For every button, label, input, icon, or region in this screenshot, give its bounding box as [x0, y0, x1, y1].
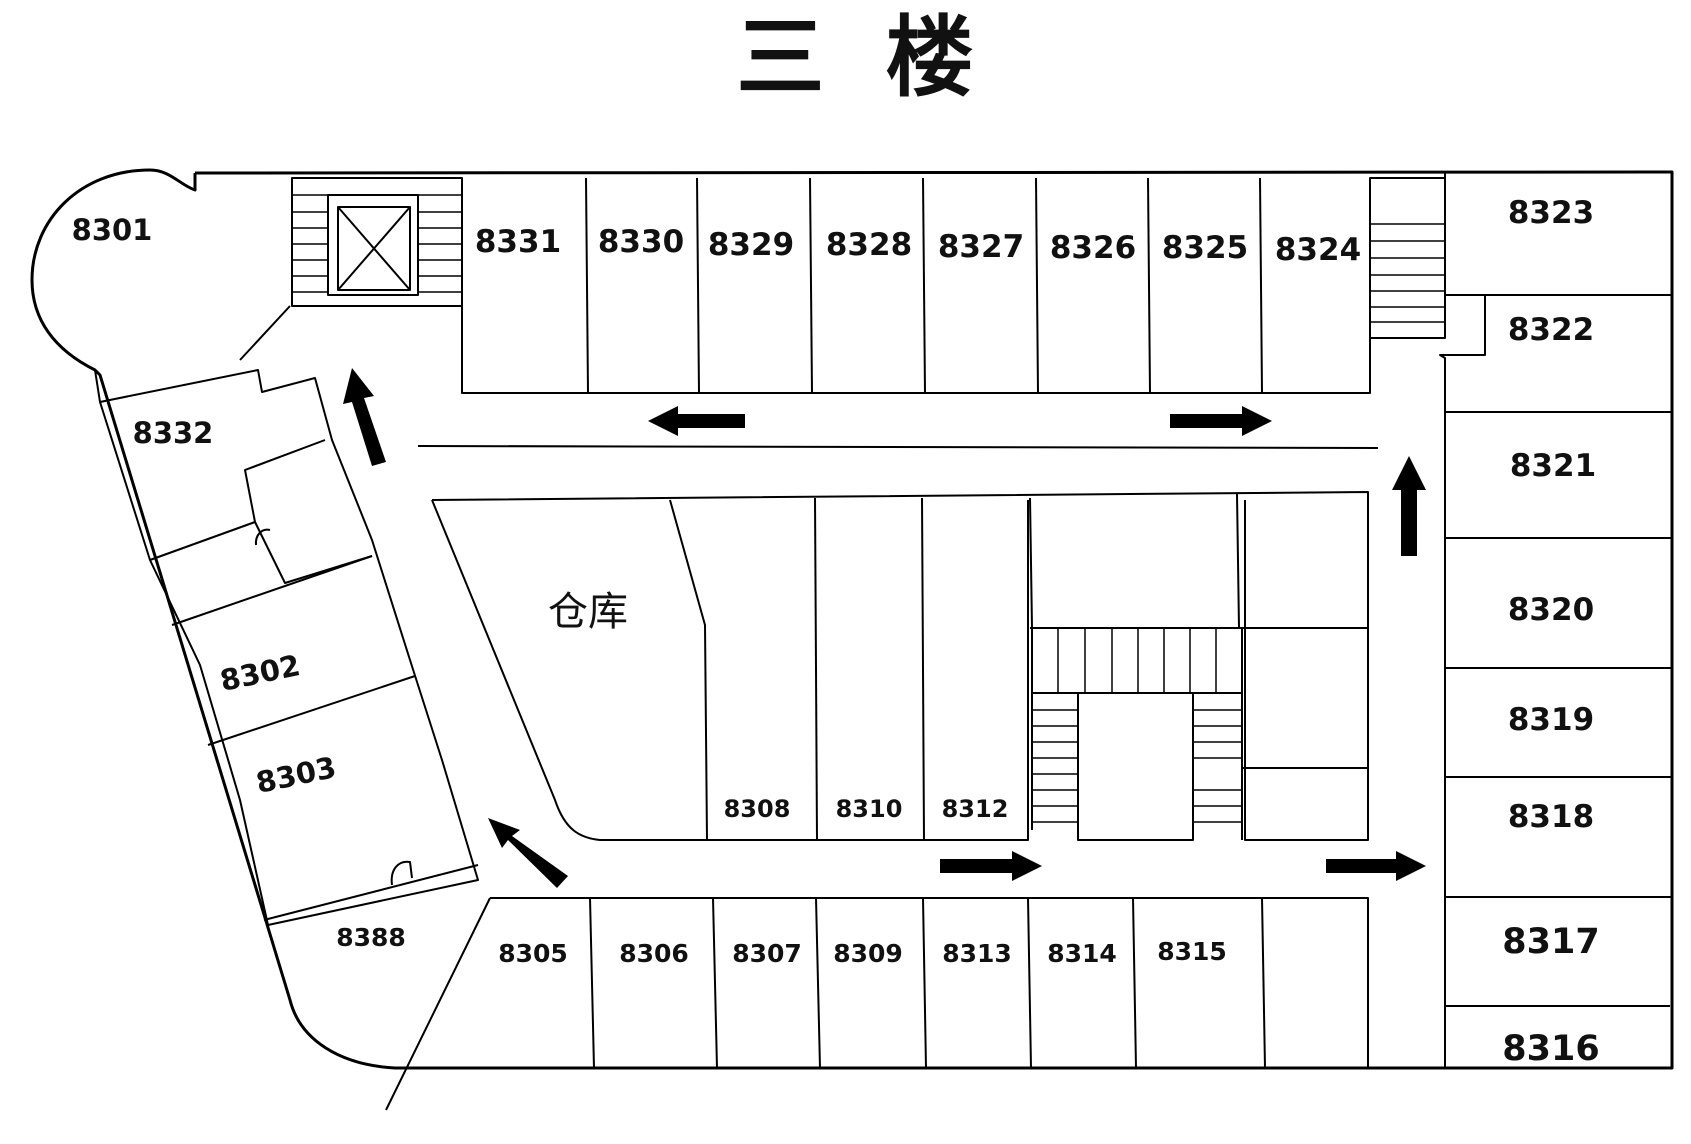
room-8327: 8327 [938, 229, 1024, 265]
arrow-left-top-corridor [648, 406, 745, 436]
stair-top-right [1369, 177, 1446, 339]
floor-title: 三 楼 [736, 6, 973, 109]
room-8312: 8312 [942, 795, 1009, 823]
room-8321: 8321 [1510, 448, 1596, 484]
room-8310: 8310 [836, 795, 903, 823]
room-8308: 8308 [724, 795, 791, 823]
arrow-up-left-bottom [488, 818, 568, 888]
room-8322: 8322 [1508, 312, 1594, 348]
room-8332: 8332 [133, 416, 214, 450]
arrow-up-right-corridor [1392, 456, 1426, 556]
room-8305: 8305 [498, 939, 568, 968]
room-8328: 8328 [826, 227, 912, 263]
room-8316: 8316 [1502, 1029, 1599, 1069]
room-8325: 8325 [1162, 230, 1248, 266]
room-8388: 8388 [336, 923, 406, 952]
room-8326: 8326 [1050, 230, 1136, 266]
stair-center [1031, 628, 1242, 841]
room-8302: 8302 [217, 648, 303, 698]
room-8315: 8315 [1157, 937, 1227, 966]
arrow-right-bottom-corridor [940, 851, 1042, 881]
room-8306: 8306 [619, 939, 689, 968]
room-8313: 8313 [942, 939, 1012, 968]
room-8331: 8331 [475, 224, 561, 260]
room-8317: 8317 [1502, 922, 1599, 962]
room-8301: 8301 [72, 213, 153, 247]
room-8307: 8307 [732, 939, 802, 968]
warehouse-label: 仓库 [548, 589, 628, 635]
room-8319: 8319 [1508, 702, 1594, 738]
outer-wall [30, 168, 1674, 1070]
room-8329: 8329 [708, 227, 794, 263]
arrow-right-top-corridor [1170, 406, 1272, 436]
room-8303: 8303 [253, 750, 339, 800]
arrow-right-bottom-right [1326, 851, 1426, 881]
room-8320: 8320 [1508, 592, 1594, 628]
room-8323: 8323 [1508, 195, 1594, 231]
room-8324: 8324 [1275, 232, 1361, 268]
room-8314: 8314 [1047, 939, 1117, 968]
room-8330: 8330 [598, 224, 684, 260]
room-8318: 8318 [1508, 799, 1594, 835]
stair-elevator-top-left [291, 177, 463, 307]
room-8309: 8309 [833, 939, 903, 968]
arrow-up-left-wing [343, 368, 386, 466]
